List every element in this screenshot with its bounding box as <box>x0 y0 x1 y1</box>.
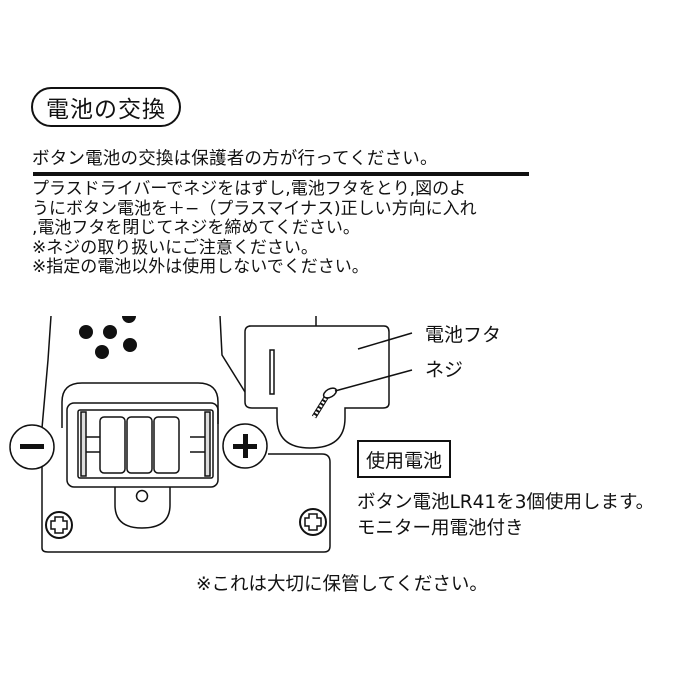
section-heading: 電池の交換 <box>31 87 181 127</box>
instruction-line: うにボタン電池を＋−（プラスマイナス)正しい方向に入れ <box>32 198 477 219</box>
battery-cover <box>244 316 390 449</box>
instruction-line: ※ネジの取り扱いにご注意ください。 <box>32 237 318 258</box>
battery-info-title: 使用電池 <box>366 449 443 472</box>
battery-compartment-diagram <box>9 315 413 553</box>
phillips-screw-icon <box>45 511 73 539</box>
instruction-line: プラスドライバーでネジをはずし,電池フタをとり,図のよ <box>32 179 467 199</box>
screw-icon <box>311 387 338 419</box>
button-battery-icon <box>99 416 180 474</box>
instruction-line: ,電池フタを閉じてネジを締めてください。 <box>32 218 360 238</box>
battery-info-line: ボタン電池LR41を3個使用します。 <box>357 492 655 513</box>
section-heading-text: 電池の交換 <box>46 97 166 123</box>
instructions: プラスドライバーでネジをはずし,電池フタをとり,図のよ うにボタン電池を＋−（プ… <box>32 179 477 278</box>
screw-label: ネジ <box>425 359 464 381</box>
speaker-holes-icon <box>79 316 137 359</box>
instruction-line: ※指定の電池以外は使用しないでください。 <box>32 257 369 277</box>
battery-info-line: モニター用電池付き <box>357 518 524 539</box>
phillips-screw-icon <box>299 508 327 536</box>
battery-info-title-box: 使用電池 <box>357 440 452 478</box>
divider-rule <box>33 172 529 176</box>
plus-terminal-icon <box>222 423 268 469</box>
guardian-warning: ボタン電池の交換は保護者の方が行ってください。 <box>32 149 438 169</box>
minus-terminal-icon <box>9 424 55 470</box>
battery-cover-label: 電池フタ <box>425 324 502 346</box>
keep-note: ※これは大切に保管してください。 <box>196 574 488 595</box>
